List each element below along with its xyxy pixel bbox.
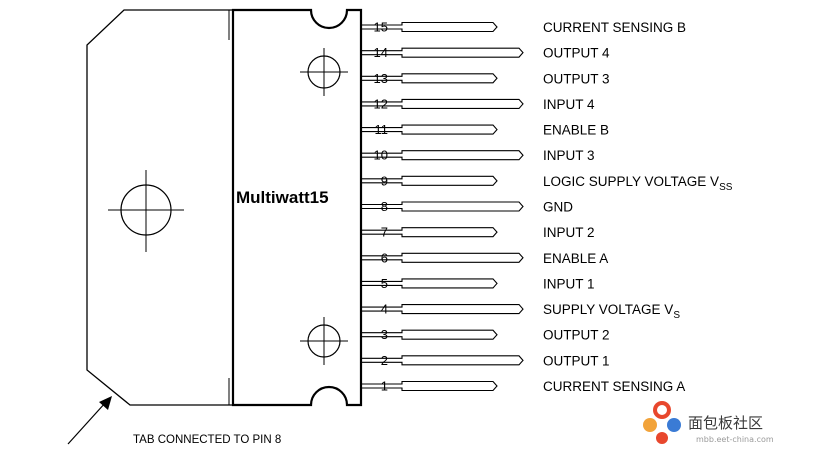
pin-label: SUPPLY VOLTAGE VS [543,302,680,321]
pin-lead [361,380,498,392]
tab-mounting-hole-icon [108,170,184,252]
pin-lead [361,278,498,289]
pin-13: 13 OUTPUT 3 [361,71,610,86]
pin-number: 9 [381,173,388,188]
watermark-text: 面包板社区 [688,414,763,432]
pin-11: 11 ENABLE B [361,122,609,138]
pin-number: 12 [374,96,388,111]
pin-number: 2 [381,353,388,368]
pin-number: 13 [374,71,388,86]
body-hole-bottom-icon [300,317,348,365]
package-name: Multiwatt15 [236,188,329,207]
pin-label: LOGIC SUPPLY VOLTAGE VSS [543,174,733,193]
pin-lead [361,73,498,84]
pin-number: 5 [381,276,388,291]
pin-lead [361,150,524,161]
pin-lead [361,252,524,263]
watermark-logo-icon [643,401,681,444]
watermark-url: mbb.eet-china.com [696,435,774,444]
pin-label: OUTPUT 4 [543,46,610,61]
pin-label: INPUT 4 [543,97,595,112]
pin-lead [361,47,524,58]
heat-tab-outline [86,9,233,406]
pin-label: INPUT 1 [543,276,595,291]
pin-10: 10 INPUT 3 [361,148,595,163]
pin-12: 12 INPUT 4 [361,96,595,112]
pin-number: 8 [381,199,388,214]
body-hole-top-icon [300,48,348,96]
pin-lead [361,355,524,366]
pin-number: 3 [381,327,388,342]
pin-lead [361,21,498,33]
pin-lead [361,329,498,340]
pin-number: 7 [381,225,388,240]
pin-number: 11 [375,122,389,137]
pin-15: 15 CURRENT SENSING B [361,20,686,35]
tab-arrow-icon [67,396,112,445]
pin-number: 15 [374,20,388,35]
pin-label: GND [543,200,573,215]
pin-7: 7 INPUT 2 [361,225,595,240]
pin-label: OUTPUT 1 [543,353,610,368]
pin-label: INPUT 2 [543,225,595,240]
pin-lead [361,201,524,212]
tab-note: TAB CONNECTED TO PIN 8 [133,434,281,446]
pin-label: OUTPUT 3 [543,71,610,86]
pin-label: ENABLE B [543,123,609,138]
pin-number: 6 [381,250,388,265]
pin-number: 1 [381,379,388,394]
pin-lead [361,98,524,109]
pin-4: 4 SUPPLY VOLTAGE VS [361,302,680,321]
pin-label: CURRENT SENSING A [543,379,685,394]
pin-label: INPUT 3 [543,148,595,163]
pin-label: OUTPUT 2 [543,328,610,343]
pin-6: 6 ENABLE A [361,250,608,266]
pin-number: 10 [374,148,388,163]
watermark: 面包板社区 mbb.eet-china.com [643,401,774,444]
pin-9: 9 LOGIC SUPPLY VOLTAGE VSS [361,173,733,193]
pin-number: 14 [374,45,388,60]
pin-label: ENABLE A [543,251,608,266]
pin-5: 5 INPUT 1 [361,276,595,291]
pin-lead [361,124,498,135]
pin-1: 1 CURRENT SENSING A [361,379,685,394]
pin-label: CURRENT SENSING B [543,20,686,35]
pin-14: 14 OUTPUT 4 [361,45,610,61]
pin-lead [361,175,498,186]
pin-lead [361,227,498,238]
package-body-outline [231,8,363,407]
pin-2: 2 OUTPUT 1 [361,353,610,368]
pin-lead [361,304,524,315]
pin-number: 4 [381,302,388,317]
pin-8: 8 GND [361,199,573,215]
pin-3: 3 OUTPUT 2 [361,327,610,343]
